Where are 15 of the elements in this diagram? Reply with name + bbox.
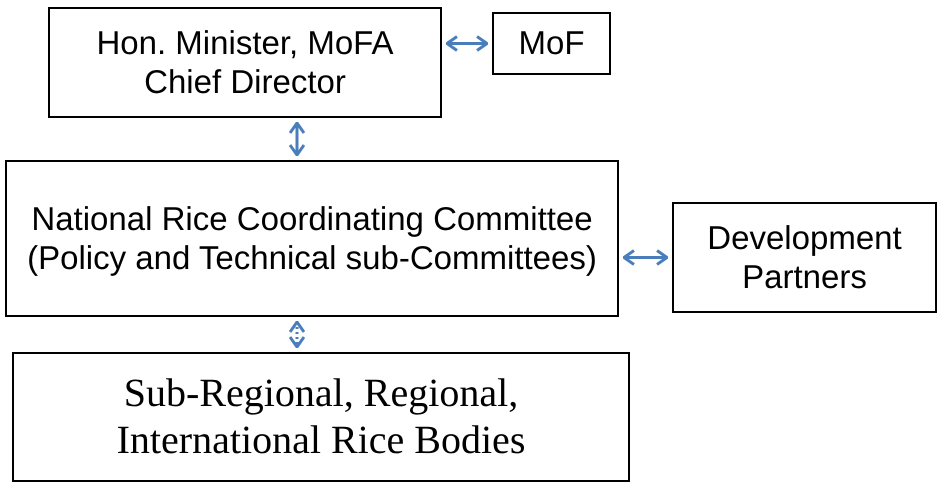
double-arrow [622, 249, 668, 266]
process-box [48, 7, 442, 118]
box-text: Chief Director [144, 62, 346, 102]
process-box [5, 160, 619, 317]
double-arrow [288, 320, 306, 348]
process-box [492, 12, 611, 75]
box-text: Hon. Minister, MoFA [96, 24, 394, 62]
process-box [12, 352, 630, 482]
box-text: Development Partners [706, 218, 903, 296]
box-text: MoF [518, 24, 584, 63]
double-arrow [288, 122, 306, 156]
process-box [672, 202, 937, 313]
double-arrow [446, 35, 488, 52]
box-text: Sub-Regional, Regional, International Rice Bodies [116, 370, 526, 464]
box-text: National Rice Coordinating Committee (Policy and Technical sub-Committees) [26, 200, 598, 278]
